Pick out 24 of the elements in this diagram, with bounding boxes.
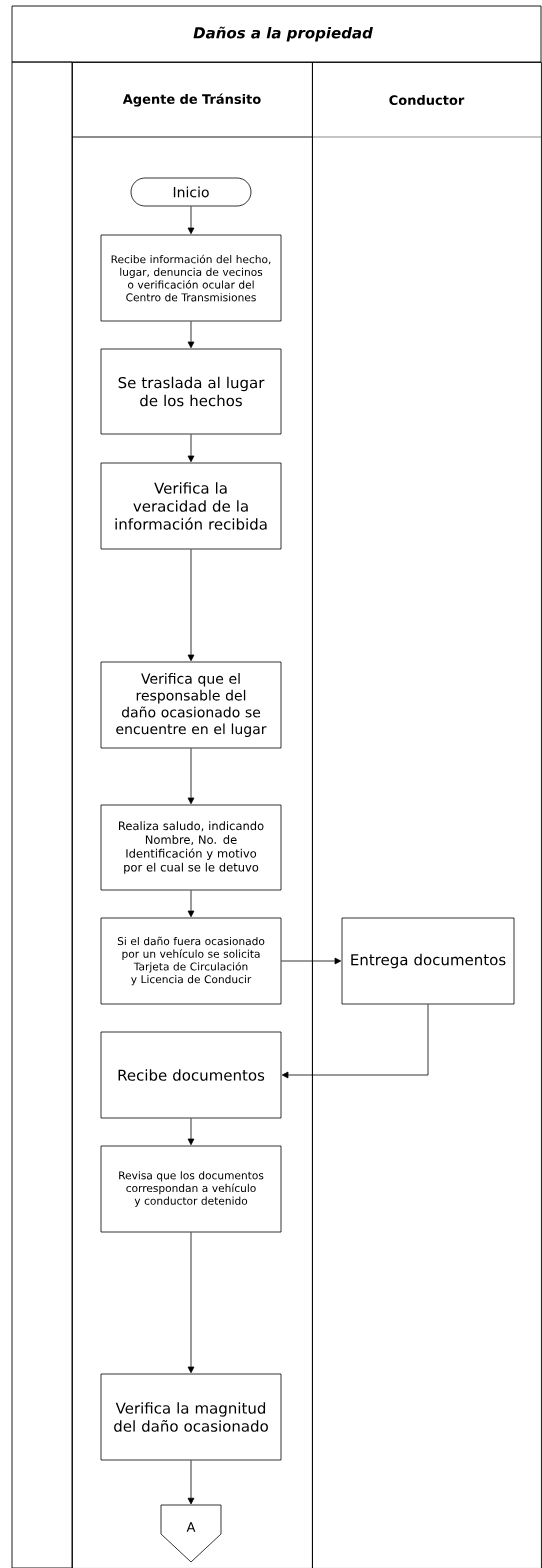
process-box: Verifica la veracidad de la información recibida — [100, 462, 282, 550]
process-box: Verifica que el responsable del daño ocasionado se encuentre en el lugar — [100, 661, 282, 749]
process-box: Revisa que los documentos correspondan a vehículo y conductor detenido — [100, 1145, 282, 1233]
process-box: Verifica la magnitud del daño ocasionado — [100, 1373, 282, 1461]
process-box: Si el daño fuera ocasionado por un vehículo se solicita Tarjeta de Circulación y Licencia de Conducir — [100, 917, 282, 1005]
title: Daños a la propiedad — [193, 26, 373, 42]
arrow — [187, 890, 195, 918]
arrow — [187, 748, 195, 805]
process-box: Se traslada al lugar de los hechos — [100, 348, 282, 435]
arrow — [187, 321, 195, 349]
arrow — [187, 434, 195, 463]
arrow — [187, 206, 195, 235]
process-box: Entrega documentos — [341, 917, 515, 1005]
process-box: Realiza saludo, indicando Nombre, No. de Identificación y motivo por el cual se le detuvo — [100, 804, 282, 891]
arrow — [187, 549, 195, 662]
arrow — [187, 1460, 195, 1505]
process-box: Recibe documentos — [100, 1031, 282, 1119]
arrow — [281, 1004, 429, 1079]
start-terminal: Inicio — [130, 177, 252, 207]
off-page-connector: A — [160, 1504, 222, 1563]
process-box: Recibe información del hecho, lugar, denuncia de vecinos o verificación ocular del Centro de Transmisiones — [100, 234, 282, 322]
arrow — [187, 1118, 195, 1146]
arrow — [187, 1232, 195, 1374]
arrow — [281, 957, 342, 965]
